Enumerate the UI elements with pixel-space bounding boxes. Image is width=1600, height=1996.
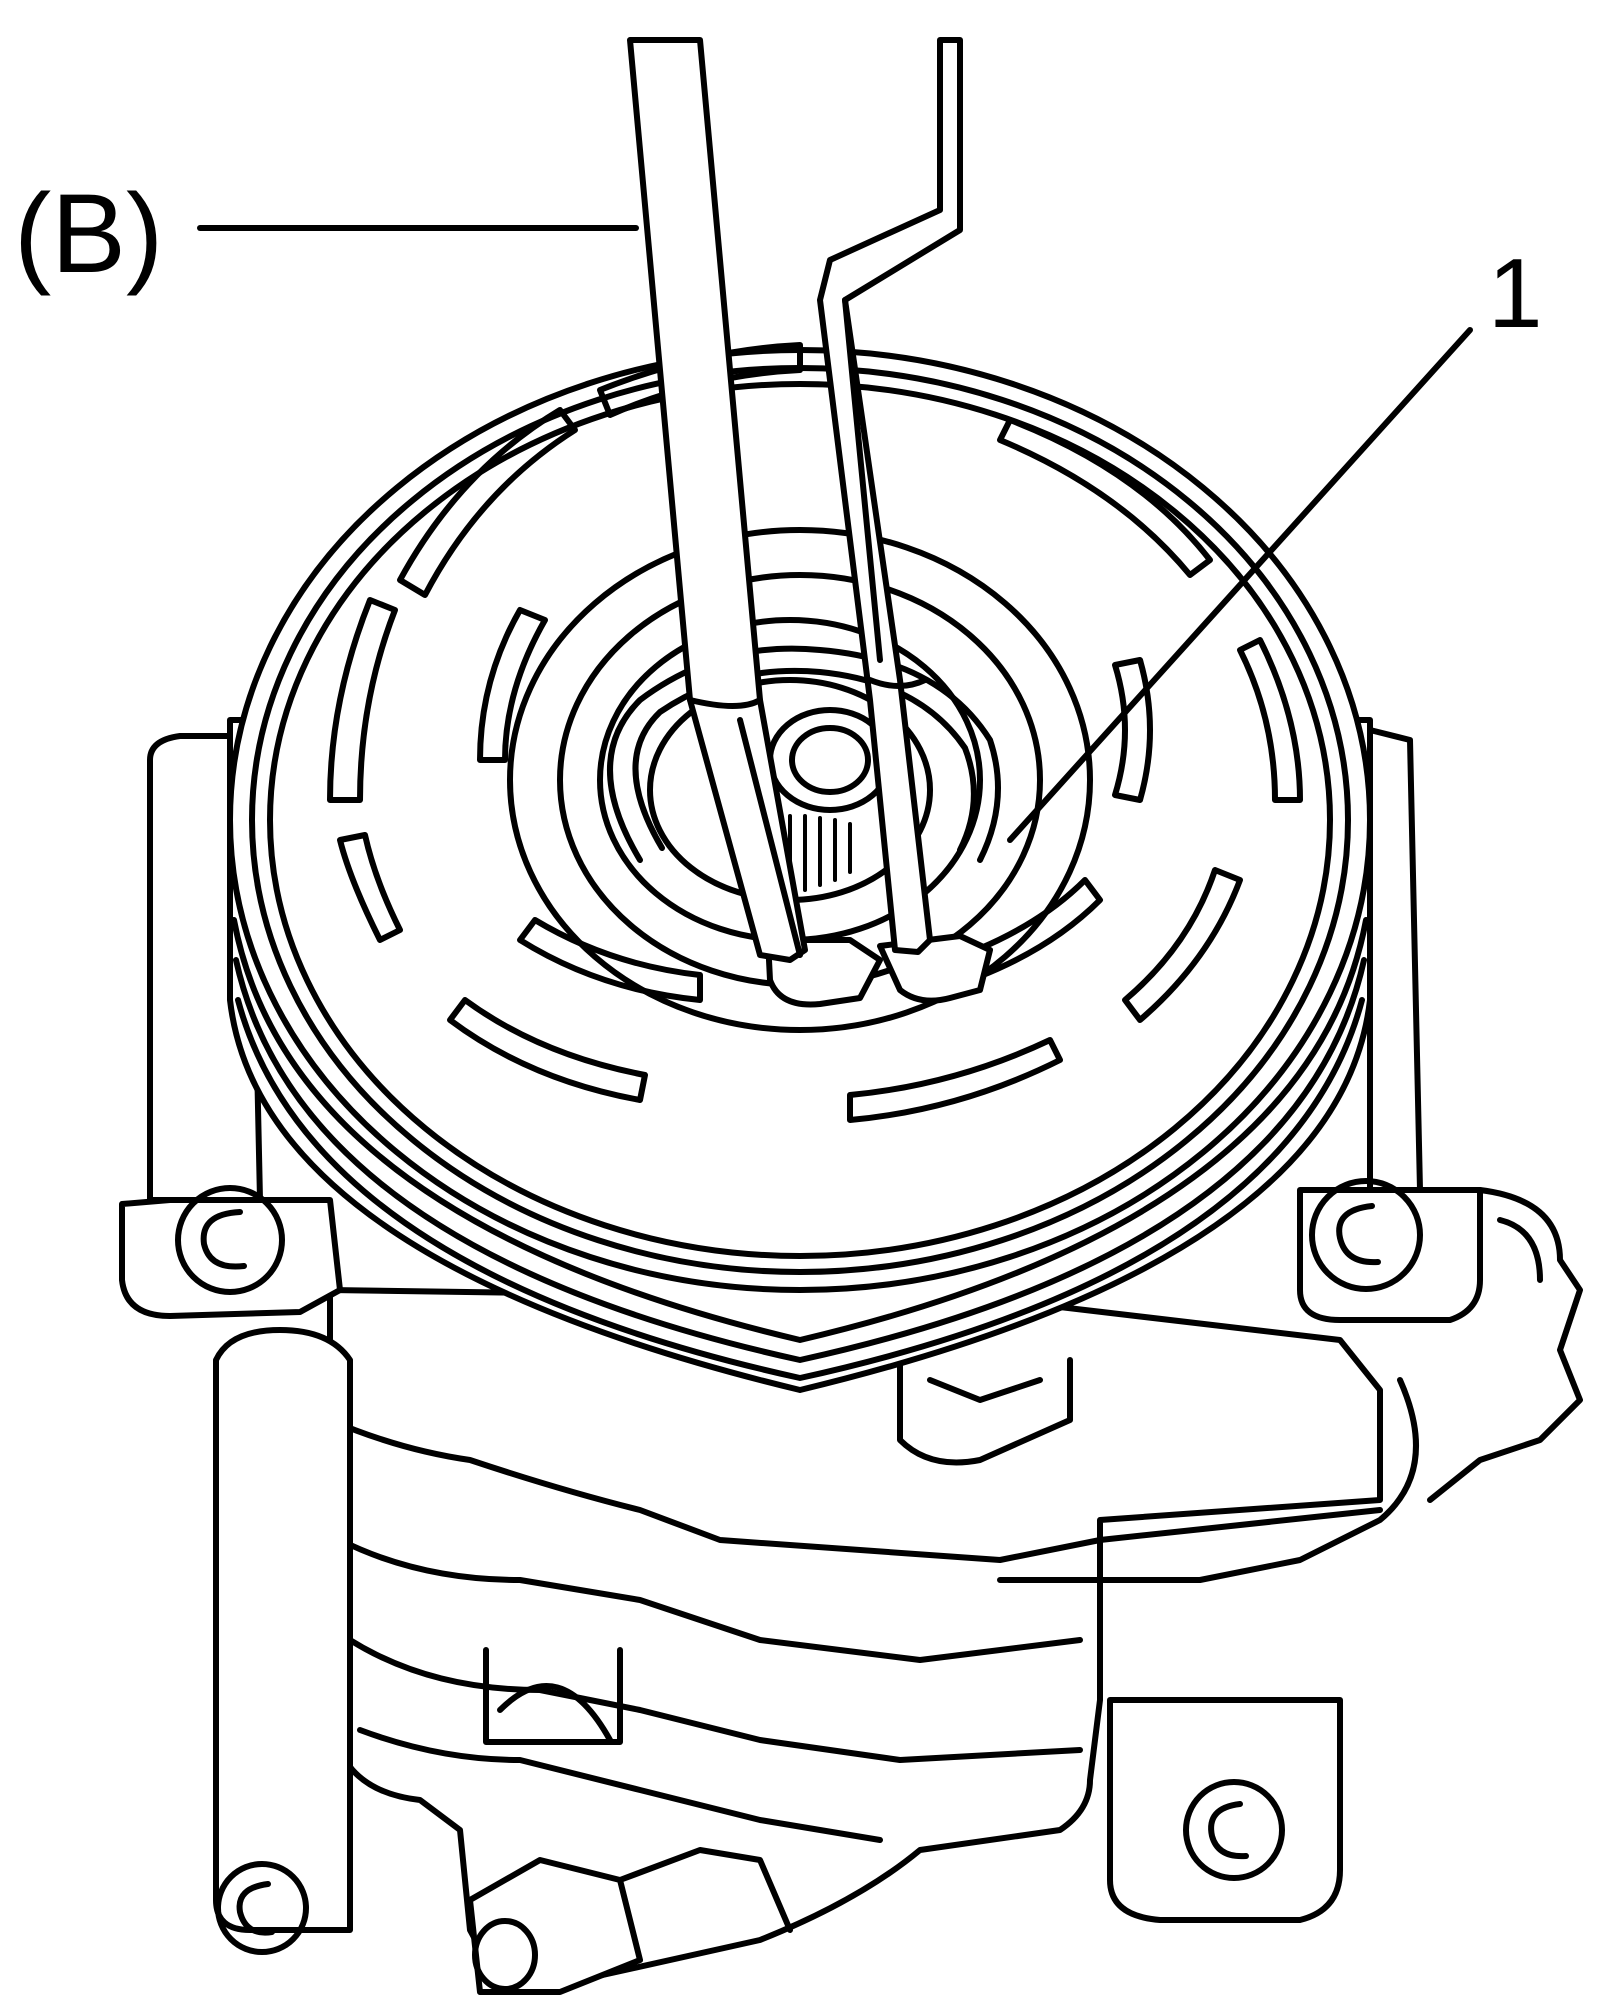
leader-lines — [197, 225, 1473, 843]
callout-label-b: (B) — [14, 171, 164, 296]
leader-line-1 — [1007, 327, 1473, 843]
callout-label-1: 1 — [1488, 238, 1543, 348]
snap-ring-pliers — [627, 37, 963, 963]
compressor-body — [213, 1287, 1383, 1995]
mounting-lugs — [119, 727, 1583, 1583]
clutch-pulley — [227, 342, 1373, 1393]
